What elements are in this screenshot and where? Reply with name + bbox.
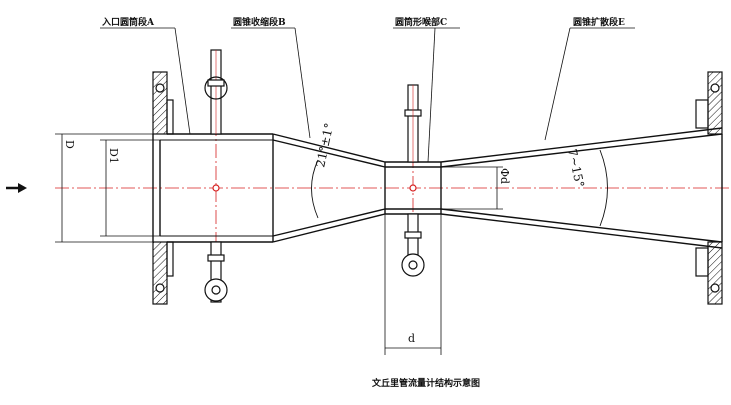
- angle-convergent: 21°±1°: [313, 122, 336, 169]
- leader-lines: [100, 27, 635, 163]
- pressure-tap-c: [401, 84, 425, 277]
- pressure-tap-a: [204, 49, 228, 303]
- dim-inner-diameter: D1: [107, 148, 120, 164]
- dim-throat-length: d: [408, 332, 415, 345]
- convergent-cone-b: [272, 133, 386, 243]
- flow-arrow-icon: [6, 183, 27, 193]
- divergent-cone-e: [440, 127, 723, 249]
- dim-throat-diameter: Φd: [498, 168, 511, 184]
- diagram-caption: 文丘里管流量计结构示意图: [371, 377, 480, 389]
- dimension-lines: [55, 133, 503, 355]
- angle-divergent: 7~15°: [565, 148, 587, 189]
- label-section-c: 圆筒形喉部C: [395, 16, 447, 28]
- label-section-b: 圆锥收缩段B: [233, 16, 286, 28]
- label-section-a: 入口圆筒段A: [101, 16, 155, 28]
- dim-inlet-diameter: D: [63, 140, 76, 149]
- outlet-flange: [695, 71, 723, 305]
- label-section-e: 圆锥扩散段E: [573, 16, 625, 28]
